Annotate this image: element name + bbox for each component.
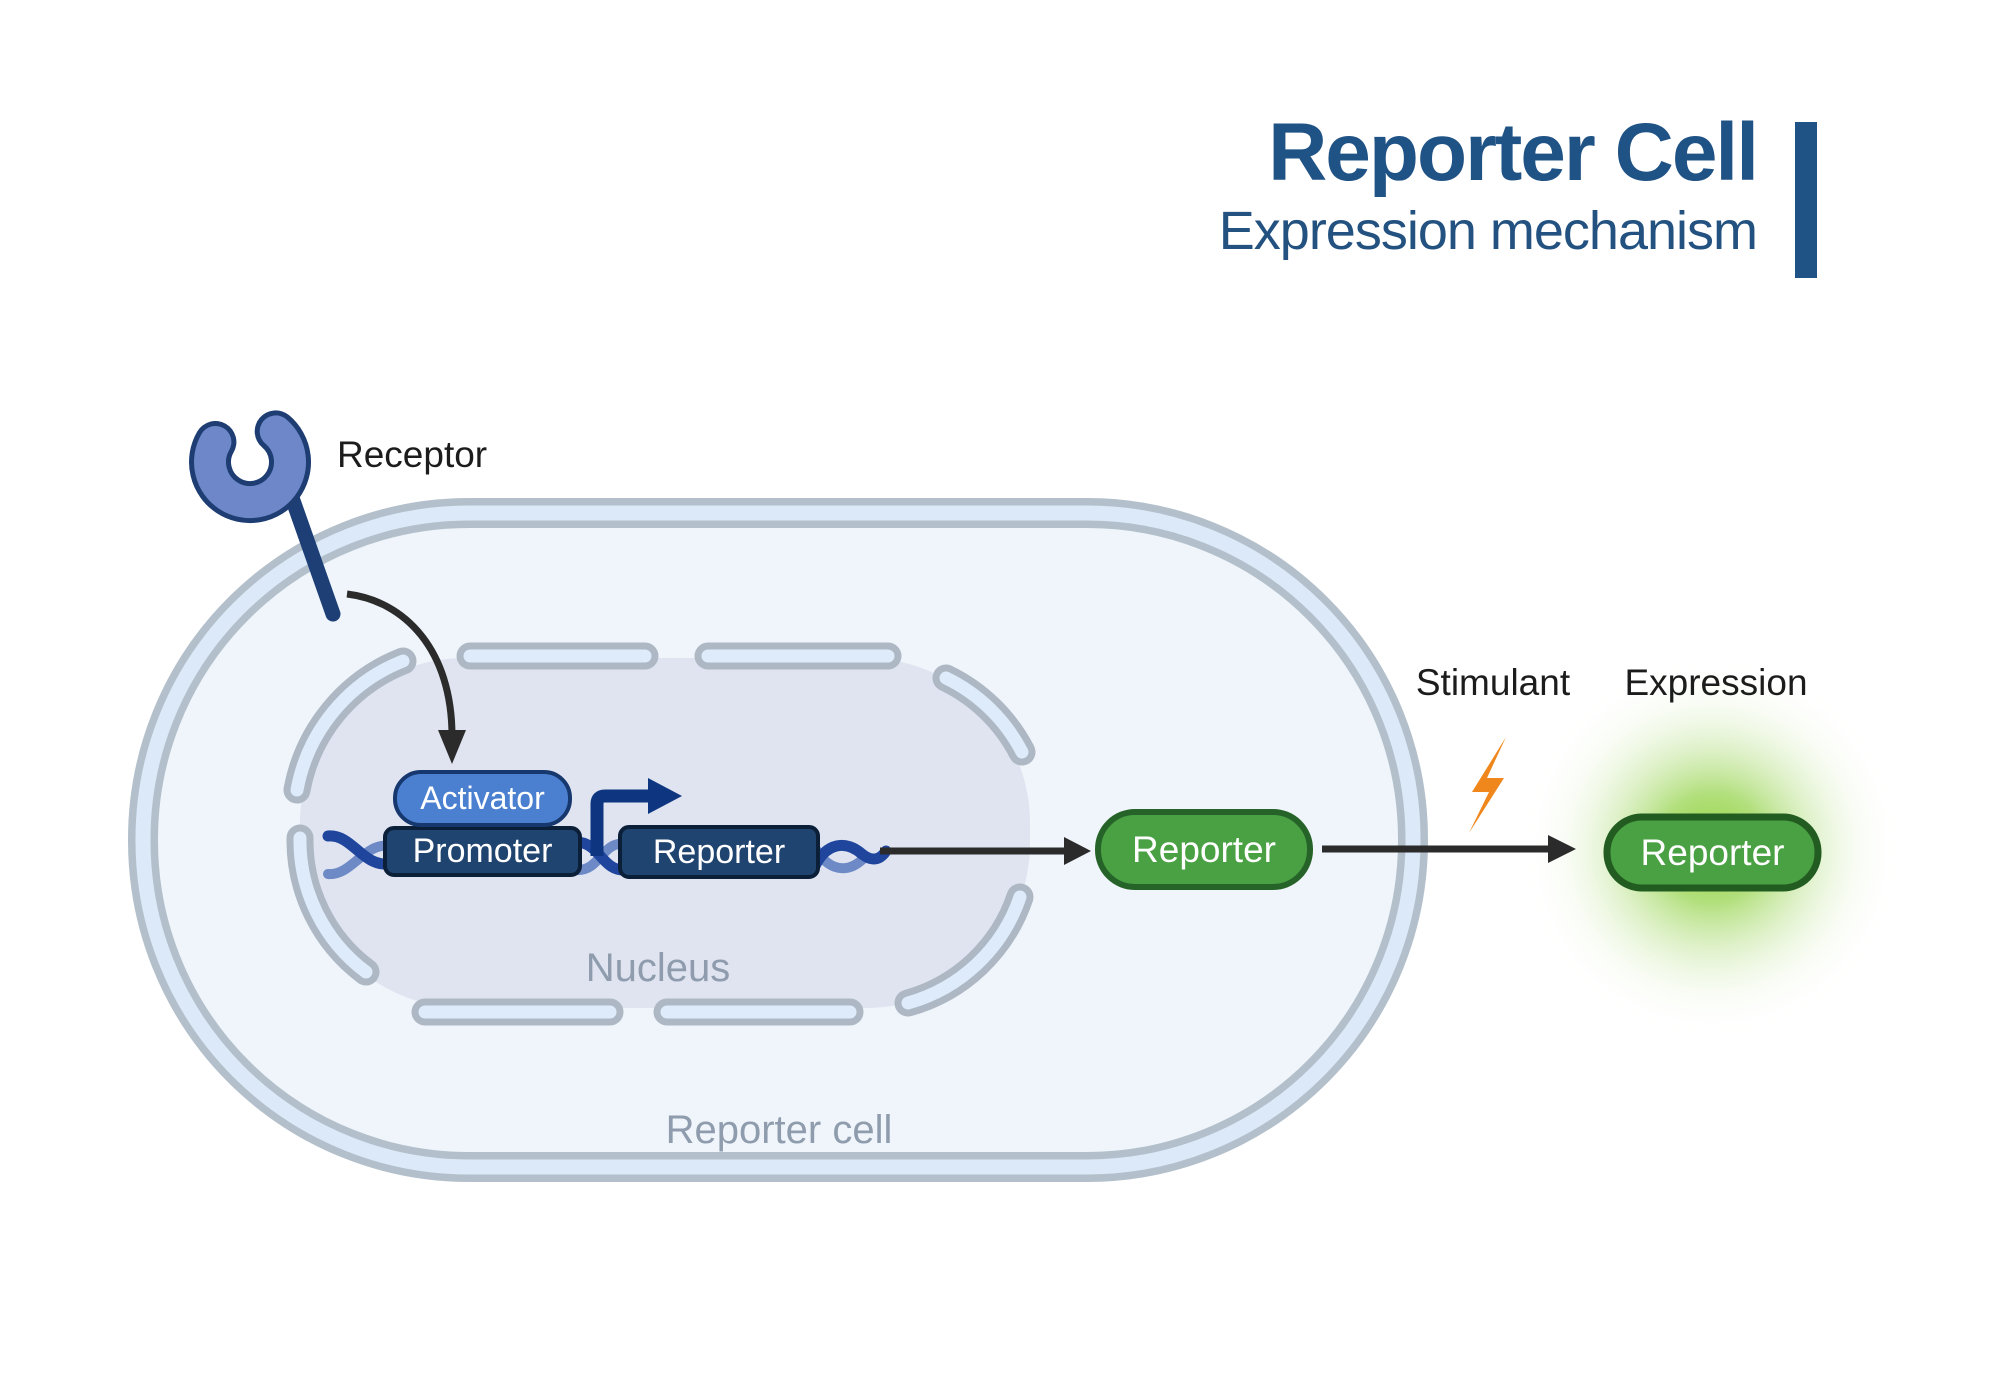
signal-arrow-icon <box>346 590 466 764</box>
stimulant-bolt-icon <box>1469 737 1506 833</box>
receptor-icon <box>189 410 341 622</box>
nucleus-label: Nucleus <box>585 946 731 990</box>
page-title: Reporter Cell <box>1268 107 1759 198</box>
promoter-label: Promoter <box>412 832 553 870</box>
arrow-protein-to-expression <box>1322 835 1576 863</box>
reporter-cell-label: Reporter cell <box>665 1108 893 1152</box>
page-subtitle: Expression mechanism <box>1218 201 1758 261</box>
nucleus-envelope-dashes <box>283 642 1036 1026</box>
stimulant-label: Stimulant <box>1415 662 1571 703</box>
promoter-box <box>383 826 582 877</box>
receptor-label: Receptor <box>337 434 488 475</box>
reporter-gene-box <box>618 825 820 879</box>
activator-label: Activator <box>420 780 545 816</box>
reporter-gene-label: Reporter <box>652 832 786 871</box>
expressed-reporter-label: Reporter <box>1640 831 1785 873</box>
activator-pill <box>393 770 572 827</box>
reporter-protein-label: Reporter <box>1132 828 1276 870</box>
arrow-gene-to-protein <box>880 837 1091 865</box>
expression-label: Expression <box>1624 662 1808 703</box>
reporter-protein-pill <box>1095 809 1313 890</box>
expressed-reporter-pill <box>1603 813 1822 892</box>
title-accent-bar <box>1795 122 1817 278</box>
header: Reporter Cell Expression mechanism <box>1218 107 1759 261</box>
transcription-start-arrow-icon <box>590 778 682 856</box>
